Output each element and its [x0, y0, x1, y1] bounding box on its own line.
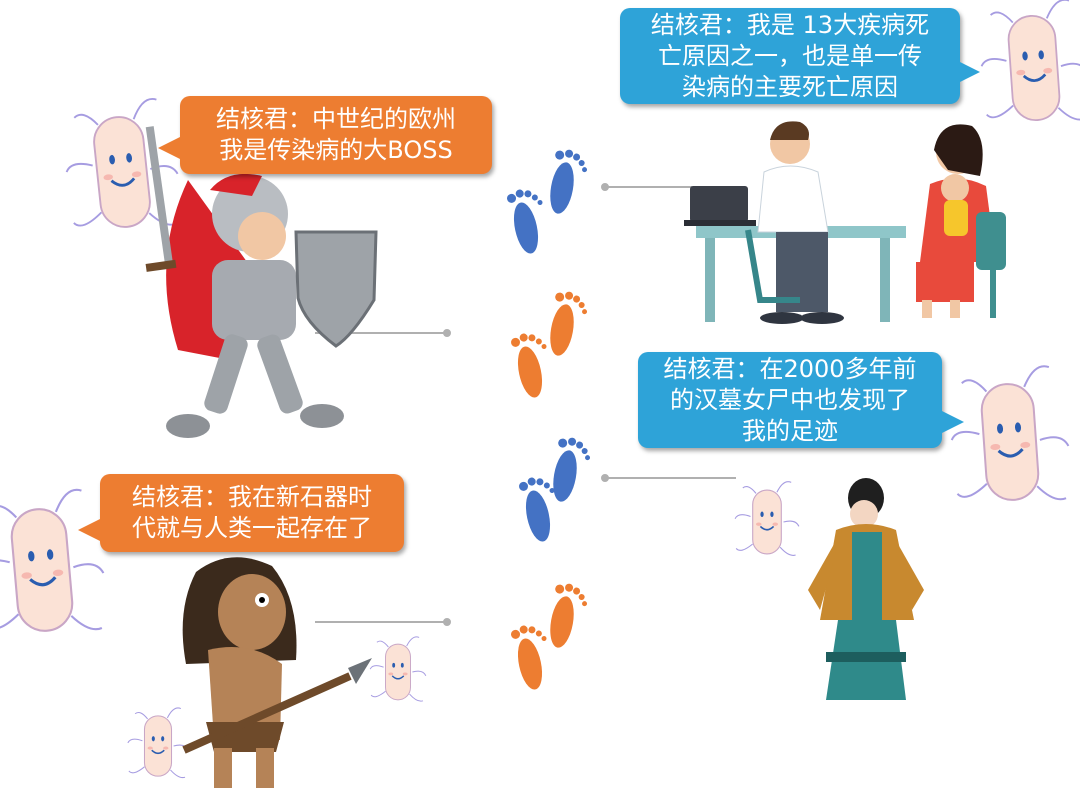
footprints-icon	[517, 435, 593, 545]
bubble-text: 我是传染病的大BOSS	[219, 136, 453, 164]
bubble-text: 染病的主要死亡原因	[682, 72, 898, 101]
tb-bacterium-mascot-icon	[975, 0, 1080, 128]
doctor-patient-illustration	[684, 121, 1006, 324]
bubble-text: 我的足迹	[742, 416, 838, 445]
tb-bacterium-mascot-icon	[734, 480, 800, 557]
knight-illustration	[145, 126, 378, 438]
footprints-icon	[509, 581, 590, 693]
caveman-illustration	[182, 557, 372, 788]
bubble-text: 结核君：在2000多年前	[663, 354, 917, 383]
bubble-text: 结核君：中世纪的欧州	[216, 105, 456, 133]
tb-bacterium-mascot-icon	[0, 486, 110, 641]
speech-bubble-medieval: 结核君：中世纪的欧州 我是传染病的大BOSS	[158, 96, 492, 174]
bubble-text: 结核君：我是 13大疾病死	[650, 10, 930, 39]
bubble-text: 结核君：我在新石器时	[132, 483, 372, 511]
tb-bacterium-mascot-icon	[127, 707, 189, 779]
speech-bubble-han-tomb: 结核君：在2000多年前 的汉墓女尸中也发现了 我的足迹	[638, 352, 964, 448]
bubble-text: 亡原因之一，也是单一传	[658, 41, 922, 70]
speech-bubble-neolithic: 结核君：我在新石器时 代就与人类一起存在了	[78, 474, 404, 552]
bubble-text: 代就与人类一起存在了	[132, 514, 372, 542]
footprints-icon	[505, 147, 590, 257]
bubble-text: 的汉墓女尸中也发现了	[670, 385, 910, 414]
footprints-icon	[509, 289, 590, 401]
han-dynasty-lady-illustration	[808, 478, 924, 700]
tb-bacterium-mascot-icon	[945, 363, 1074, 509]
tb-bacterium-mascot-icon	[369, 636, 427, 702]
speech-bubble-cause-of-death: 结核君：我是 13大疾病死 亡原因之一，也是单一传 染病的主要死亡原因	[620, 8, 980, 104]
